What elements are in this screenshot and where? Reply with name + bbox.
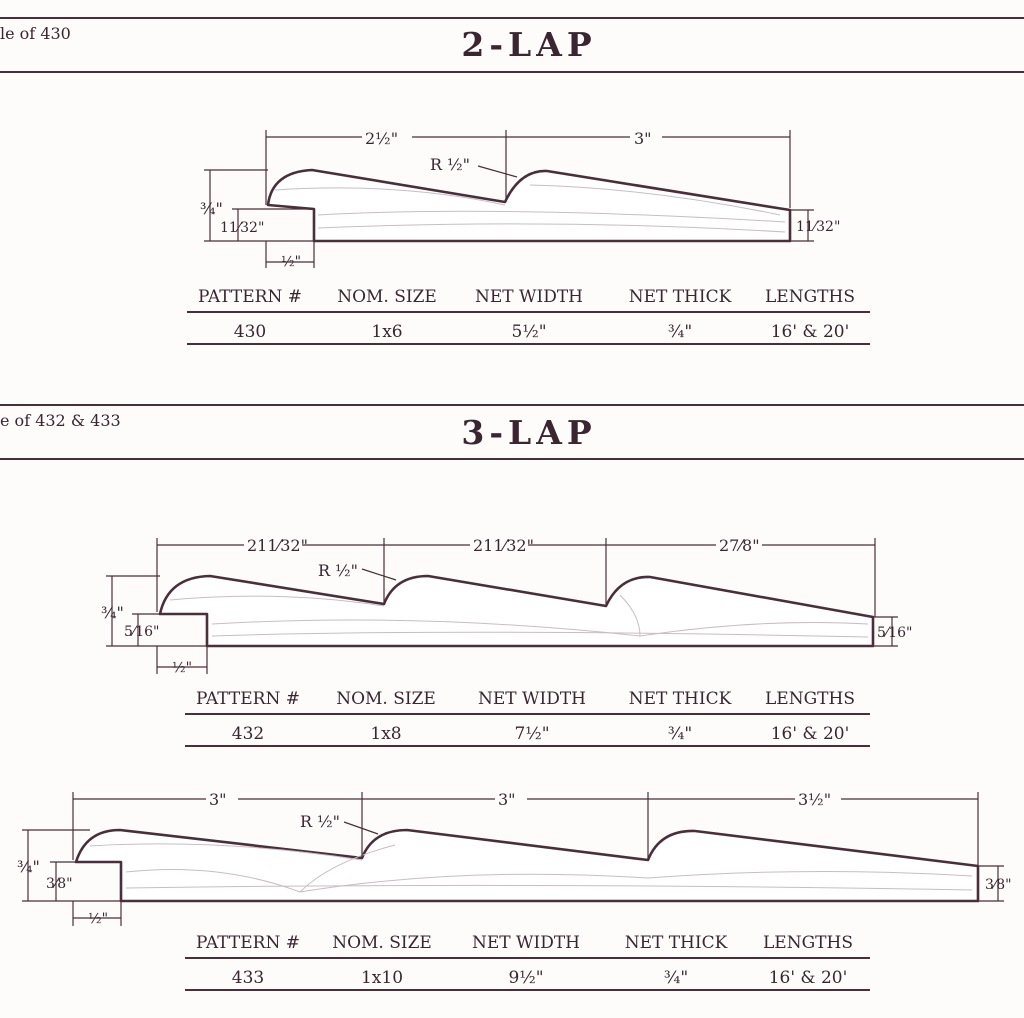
inner-thickness-label: 3⁄8" — [46, 876, 73, 892]
edge-thickness-label: 5⁄16" — [877, 625, 913, 641]
value-pattern: 430 — [233, 322, 267, 342]
header-net-width: NET WIDTH — [471, 933, 580, 953]
span-dimension: 3½" — [798, 790, 831, 809]
board-profile-433 — [74, 828, 980, 903]
header-nom-size: NOM. SIZE — [332, 933, 432, 953]
value-lengths: 16' & 20' — [768, 968, 848, 988]
profile-430: 2½" 3" R ½" ¾" 11⁄32" ½" 11⁄32" — [200, 126, 840, 270]
header-net-width: NET WIDTH — [477, 689, 586, 709]
value-pattern: 433 — [231, 968, 265, 988]
board-profile-430 — [266, 168, 792, 243]
section-title-3lap: 3-LAP — [461, 413, 597, 452]
divider — [185, 745, 870, 747]
edge-thickness-label: 11⁄32" — [796, 219, 840, 235]
rabbet-label: ½" — [172, 660, 192, 676]
span-dimension: 3" — [634, 129, 652, 148]
profile-433: 3" 3" 3½" R ½" ¾" 3⁄8" ½" 3⁄8" — [17, 788, 1012, 927]
divider — [185, 957, 870, 959]
spec-table-432: PATTERN # NOM. SIZE NET WIDTH NET THICK … — [185, 684, 870, 748]
radius-label: R ½" — [300, 812, 340, 831]
inner-thickness-label: 11⁄32" — [220, 220, 264, 236]
header-pattern: PATTERN # — [198, 287, 302, 307]
value-pattern: 432 — [231, 724, 265, 744]
header-pattern: PATTERN # — [196, 933, 300, 953]
value-net-width: 9½" — [508, 968, 544, 988]
wood-grain — [274, 184, 786, 233]
value-net-thick: ¾" — [667, 322, 693, 342]
spec-table-430: PATTERN # NOM. SIZE NET WIDTH NET THICK … — [187, 282, 870, 346]
header-net-thick: NET THICK — [628, 689, 732, 709]
rabbet-label: ½" — [281, 254, 301, 270]
value-nom-size: 1x8 — [370, 724, 402, 744]
header-net-width: NET WIDTH — [474, 287, 583, 307]
header-lengths: LENGTHS — [765, 287, 855, 307]
profile-432: 211⁄32" 211⁄32" 27⁄8" R ½" ¾" 5⁄16" ½" 5… — [101, 534, 913, 676]
radius-label: R ½" — [430, 155, 470, 174]
section-bottom-rule — [0, 458, 1024, 460]
section-bottom-rule — [0, 71, 1024, 73]
rabbet-label: ½" — [88, 911, 108, 927]
divider — [185, 989, 870, 991]
spec-header-row: PATTERN # NOM. SIZE NET WIDTH NET THICK … — [187, 282, 870, 314]
edge-thickness-label: 3⁄8" — [985, 877, 1012, 893]
section-top-rule — [0, 404, 1024, 406]
divider — [185, 713, 870, 715]
section-note: le of 430 — [0, 24, 71, 43]
spec-value-row: 430 1x6 5½" ¾" 16' & 20' — [187, 314, 870, 346]
span-dimension: 211⁄32" — [473, 536, 534, 555]
header-nom-size: NOM. SIZE — [337, 287, 437, 307]
wood-grain — [169, 594, 869, 638]
value-net-width: 7½" — [514, 724, 550, 744]
value-net-thick: ¾" — [663, 968, 689, 988]
overall-thickness-label: ¾" — [200, 199, 223, 218]
value-nom-size: 1x6 — [371, 322, 403, 342]
value-net-width: 5½" — [511, 322, 547, 342]
header-net-thick: NET THICK — [628, 287, 732, 307]
section-top-rule — [0, 17, 1024, 19]
span-dimension: 2½" — [365, 129, 398, 148]
section-note: e of 432 & 433 — [0, 411, 121, 430]
header-lengths: LENGTHS — [765, 689, 855, 709]
header-net-thick: NET THICK — [624, 933, 728, 953]
divider — [187, 311, 870, 313]
overall-thickness-label: ¾" — [17, 857, 40, 876]
value-net-thick: ¾" — [667, 724, 693, 744]
span-dimension: 3" — [498, 790, 516, 809]
span-dimension: 27⁄8" — [719, 536, 760, 555]
section-title-2lap: 2-LAP — [461, 25, 597, 64]
span-dimension: 3" — [209, 790, 227, 809]
spec-header-row: PATTERN # NOM. SIZE NET WIDTH NET THICK … — [185, 684, 870, 716]
radius-label: R ½" — [318, 561, 358, 580]
value-lengths: 16' & 20' — [770, 724, 850, 744]
overall-thickness-label: ¾" — [101, 603, 124, 622]
wood-grain — [89, 843, 973, 893]
value-lengths: 16' & 20' — [770, 322, 850, 342]
spec-header-row: PATTERN # NOM. SIZE NET WIDTH NET THICK … — [185, 928, 870, 960]
spec-value-row: 432 1x8 7½" ¾" 16' & 20' — [185, 716, 870, 748]
header-lengths: LENGTHS — [763, 933, 853, 953]
inner-thickness-label: 5⁄16" — [124, 624, 160, 640]
spec-value-row: 433 1x10 9½" ¾" 16' & 20' — [185, 960, 870, 992]
spec-table-433: PATTERN # NOM. SIZE NET WIDTH NET THICK … — [185, 928, 870, 992]
value-nom-size: 1x10 — [360, 968, 404, 988]
divider — [187, 343, 870, 345]
header-nom-size: NOM. SIZE — [336, 689, 436, 709]
span-dimension: 211⁄32" — [247, 536, 308, 555]
header-pattern: PATTERN # — [196, 689, 300, 709]
